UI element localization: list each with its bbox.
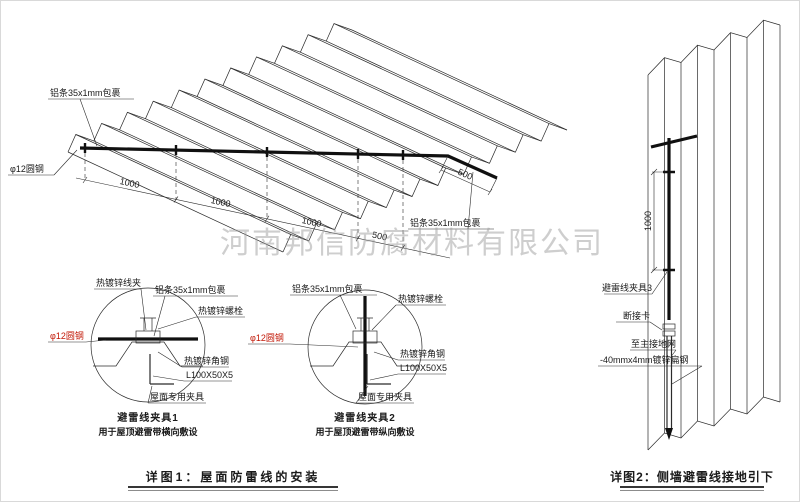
detail2-leader-alu (290, 294, 377, 330)
dimension-extension-lines (84, 153, 404, 249)
detail1-angle-steel (149, 354, 174, 385)
slope-dimension (438, 155, 498, 196)
detail2-leader-bolt (371, 304, 446, 331)
wire-clamp-marks (83, 143, 405, 160)
label-alu-strip-left: 铝条35x1mm包裹 (50, 87, 121, 98)
dimension-chain-line (75, 177, 451, 259)
detail2-leader-angle-size (369, 373, 446, 381)
wall-label-flat-steel: -40mmx4mm镀锌扁钢 (600, 354, 689, 365)
company-watermark: 河南邦信防腐材料有限公司 (220, 227, 604, 260)
label-alu-strip-right: 铝条35x1mm包裹 (410, 217, 481, 228)
wall-dimension (650, 168, 666, 274)
corrugation-line (647, 20, 781, 450)
disconnect-card-upper (662, 323, 676, 330)
title-detail1: 详图1：屋面防雷线的安装 (146, 469, 321, 484)
wall-leader-flat-steel (598, 365, 703, 385)
wall-leader-disconnect (616, 321, 663, 331)
detail2-circle (307, 289, 423, 405)
detail1-leader-angle (157, 351, 229, 368)
title-detail2: 详图2：侧墙避雷线接地引下 (610, 469, 774, 484)
detail1-label-alu: 铝条35x1mm包裹 (155, 284, 226, 295)
detail1-label-round-steel: φ12圆钢 (50, 330, 84, 341)
main-roof-drawing: 1000 1000 1000 500 500 铝条35x1mm包裹 φ12圆钢 … (8, 23, 568, 259)
detail2-label-angle-size: L100X50X5 (400, 363, 447, 373)
corrugation-line (67, 151, 284, 253)
disconnect-card-lower (662, 330, 676, 337)
wall-leader-clamp3 (604, 271, 668, 295)
wall-label-to-ground: 至主接地网 (631, 338, 676, 349)
detail2-label-bolt: 热镀锌螺栓 (398, 293, 443, 304)
detail1-caption-line1: 避雷线夹具1 (116, 411, 179, 424)
detail1-bolt (140, 317, 156, 331)
detail1-label-bolt: 热镀锌螺栓 (198, 305, 243, 316)
wall-dim-1000: 1000 (643, 211, 653, 231)
to-ground-arrow (665, 428, 673, 440)
detail2-label-angle: 热镀锌角钢 (400, 348, 445, 359)
detail1-leader-roof-clamp (147, 385, 206, 404)
dim-1000-1: 1000 (119, 176, 141, 190)
detail-circle-1: 热镀锌线夹 铝条35x1mm包裹 热镀锌螺栓 φ12圆钢 热镀锌角钢 L100X… (48, 277, 245, 437)
dim-500: 500 (371, 230, 388, 243)
wall-drawing: 1000 避雷线夹具3 断接卡 至主接地网 -40mmx4mm镀锌扁钢 (598, 19, 781, 451)
detail1-label-angle: 热镀锌角钢 (184, 355, 229, 366)
wall-label-clamp3: 避雷线夹具3 (602, 282, 652, 293)
detail2-label-round-steel: φ12圆钢 (250, 332, 284, 343)
detail2-caption-line2: 用于屋顶避雷带纵向敷设 (314, 426, 415, 437)
label-round-steel-main: φ12圆钢 (10, 163, 44, 174)
detail2-bolt (357, 317, 373, 331)
detail1-label-angle-size: L100X50X5 (186, 370, 233, 380)
detail2-leader-roof-clamp (355, 385, 414, 404)
wall-leader-to-ground (630, 349, 677, 359)
wall-roof-edge-conductor (650, 134, 698, 149)
detail2-clamp-body (352, 330, 378, 344)
detail-circle-2: 铝条35x1mm包裹 热镀锌螺栓 φ12圆钢 热镀锌角钢 L100X50X5 屋… (248, 283, 447, 437)
detail2-angle-steel (366, 354, 391, 385)
drawing-titles: 详图1：屋面防雷线的安装 详图2：侧墙避雷线接地引下 (128, 469, 774, 491)
roof-corrugation-lines (67, 23, 568, 253)
detail2-label-alu: 铝条35x1mm包裹 (292, 283, 363, 294)
dim-1000-2: 1000 (210, 195, 232, 209)
dim-1000-3: 1000 (301, 215, 323, 229)
detail1-leader-angle-size (152, 375, 232, 382)
flat-steel-bar (666, 336, 673, 428)
detail1-leader-round-steel (48, 339, 107, 343)
detail2-caption-line1: 避雷线夹具2 (333, 411, 396, 424)
dimension-ticks (82, 176, 406, 251)
leader-alu-strip-right (408, 171, 494, 230)
detail2-label-roof-clamp: 屋面专用夹具 (358, 391, 412, 402)
detail2-leader-round-steel (248, 343, 359, 348)
detail1-label-clip: 热镀锌线夹 (96, 277, 141, 288)
leader-alu-strip-left (48, 98, 134, 147)
wall-label-disconnect: 断接卡 (623, 310, 650, 321)
corrugation-line (75, 23, 568, 242)
detail1-leader-alu (153, 295, 238, 337)
detail1-clamp-body (135, 330, 161, 344)
detail1-label-roof-clamp: 屋面专用夹具 (150, 391, 204, 402)
detail1-caption-line2: 用于屋顶避雷带横向敷设 (97, 426, 198, 437)
detail1-leader-clip (94, 288, 147, 331)
leader-round-steel-main (8, 149, 78, 176)
detail1-leader-bolt (157, 316, 245, 330)
detail1-sheet-profile (93, 341, 203, 367)
detail2-leader-angle (373, 351, 445, 361)
